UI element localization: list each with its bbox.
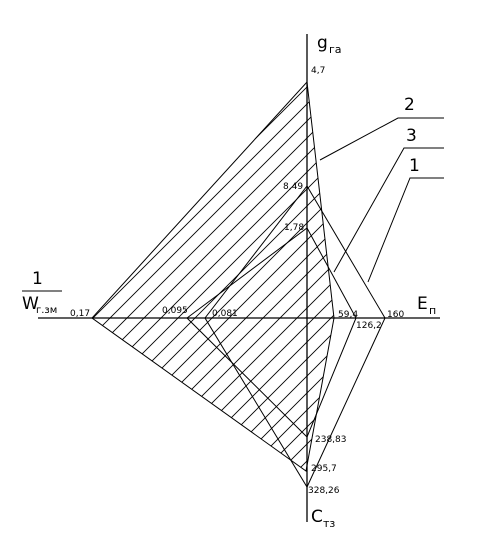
- hatch-line: [92, 82, 334, 471]
- left-axis-denominator-subscript: г.зм: [36, 305, 57, 316]
- hatch-line: [196, 82, 334, 471]
- left-axis-denominator: W: [22, 294, 39, 314]
- right-axis-label: E п: [417, 294, 436, 317]
- polygon-3-outline: [186, 227, 357, 438]
- hatch-line: [281, 82, 334, 471]
- left-axis-label: 1 W г.зм: [22, 269, 62, 316]
- callout-3-label: 3: [406, 126, 417, 146]
- right-tick-label: 160: [387, 310, 404, 320]
- top-tick-label: 4,7: [311, 66, 325, 76]
- bottom-axis-label: C тз: [311, 507, 335, 530]
- hatch-line: [92, 82, 334, 471]
- callout-1-leader: [367, 177, 444, 283]
- top-tick-label: 1,78: [284, 223, 304, 233]
- left-tick-label: 0,081: [212, 309, 238, 319]
- hatch-line: [92, 82, 334, 471]
- hatch-line: [92, 82, 334, 471]
- polygon-2-hatching: [92, 82, 334, 471]
- left-tick-label: 0,17: [70, 309, 90, 319]
- bottom-axis-subscript: тз: [323, 517, 335, 530]
- hatch-line: [128, 82, 334, 471]
- hatch-line: [92, 82, 334, 471]
- top-axis-label: g га: [317, 33, 342, 56]
- hatch-line: [92, 82, 321, 471]
- left-axis-numerator: 1: [32, 269, 43, 289]
- callout-2-leader: [319, 117, 444, 161]
- top-tick-label: 8,49: [283, 182, 303, 192]
- hatch-line: [213, 82, 334, 471]
- bottom-tick-label: 295,7: [311, 464, 337, 474]
- right-axis-symbol: E: [417, 294, 428, 314]
- left-tick-label: 0,095: [162, 306, 188, 316]
- bottom-tick-label: 238,83: [315, 435, 347, 445]
- callout-1-label: 1: [409, 156, 420, 176]
- polygon-2-outline: [91, 80, 335, 472]
- callout-2-label: 2: [404, 95, 415, 115]
- hatch-line: [92, 82, 334, 471]
- right-tick-label: 126,2: [356, 321, 382, 331]
- hatch-line: [230, 82, 334, 471]
- hatch-line: [92, 82, 334, 471]
- bottom-axis-symbol: C: [311, 507, 323, 527]
- right-tick-label: 59,4: [338, 310, 358, 320]
- polygon-1-outline: [204, 185, 386, 489]
- hatch-line: [179, 82, 334, 471]
- hatch-line: [92, 82, 334, 471]
- top-axis-symbol: g: [317, 33, 328, 53]
- bottom-tick-label: 328,26: [308, 486, 340, 496]
- callout-3-leader: [333, 147, 444, 273]
- right-axis-subscript: п: [429, 304, 436, 317]
- top-axis-subscript: га: [329, 43, 342, 56]
- hatch-line: [162, 82, 334, 471]
- hatch-line: [92, 82, 334, 471]
- hatch-line: [92, 82, 334, 471]
